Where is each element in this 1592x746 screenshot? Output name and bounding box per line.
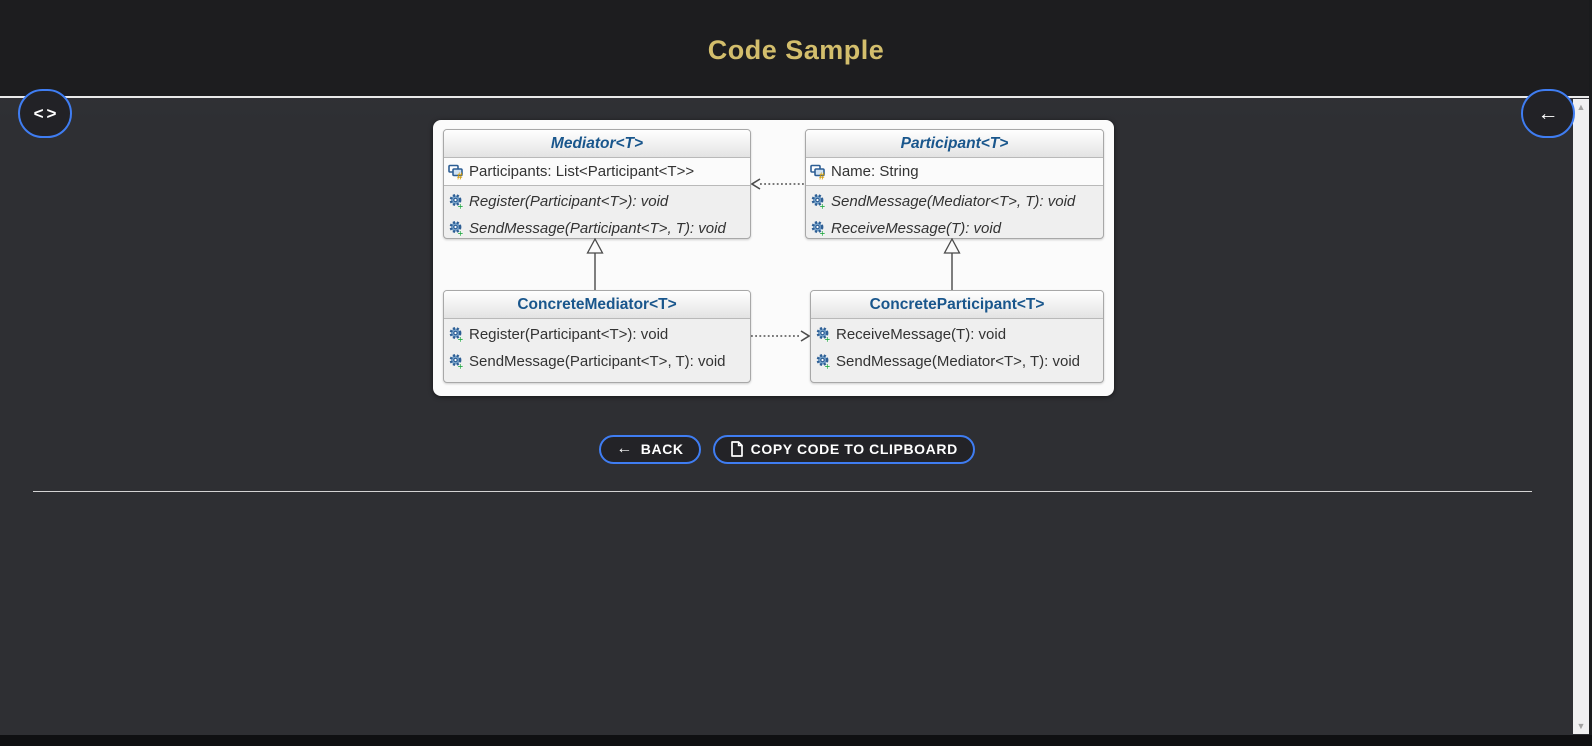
uml-class-concrete-participant: ConcreteParticipant<T> + ReceiveMessage(… xyxy=(810,290,1104,383)
uml-method-label: ReceiveMessage(T): void xyxy=(831,220,1002,237)
uml-methods-section: + ReceiveMessage(T): void + SendMessage(… xyxy=(811,319,1103,375)
vertical-scrollbar[interactable]: ▲ ▼ xyxy=(1573,99,1589,734)
field-icon: # xyxy=(448,163,465,183)
method-icon: + xyxy=(815,353,832,373)
copy-code-button[interactable]: COPY CODE TO CLIPBOARD xyxy=(712,434,975,464)
method-icon: + xyxy=(448,353,465,373)
uml-method-row: + SendMessage(Mediator<T>, T): void xyxy=(806,188,1103,215)
svg-text:+: + xyxy=(820,229,826,237)
back-button[interactable]: ← BACK xyxy=(599,434,701,464)
uml-class-participant: Participant<T> # Name: String xyxy=(805,129,1104,239)
uml-field-row: # Name: String xyxy=(806,158,1103,185)
uml-method-label: SendMessage(Participant<T>, T): void xyxy=(469,353,726,370)
view-code-button[interactable]: <> xyxy=(18,89,72,138)
svg-text:#: # xyxy=(457,172,463,181)
svg-text:+: + xyxy=(825,335,831,343)
uml-method-row: + ReceiveMessage(T): void xyxy=(806,215,1103,238)
uml-method-label: SendMessage(Mediator<T>, T): void xyxy=(831,193,1076,210)
method-icon: + xyxy=(448,193,465,213)
uml-method-label: Register(Participant<T>): void xyxy=(469,326,669,343)
uml-diagram-panel: Mediator<T> # Participants: List<Partici… xyxy=(433,120,1114,396)
back-button-label: BACK xyxy=(640,441,684,457)
method-icon: + xyxy=(815,326,832,346)
window-bottom-edge xyxy=(0,735,1592,746)
svg-text:+: + xyxy=(458,229,464,237)
dependency-arrow-bottom xyxy=(751,330,810,342)
uml-method-label: SendMessage(Participant<T>, T): void xyxy=(469,220,726,237)
uml-method-row: + SendMessage(Participant<T>, T): void xyxy=(444,348,750,375)
uml-methods-section: + SendMessage(Mediator<T>, T): void + Re… xyxy=(806,186,1103,238)
uml-method-label: Register(Participant<T>): void xyxy=(469,193,669,210)
back-circle-button[interactable]: ← xyxy=(1521,89,1575,138)
page-header: Code Sample xyxy=(0,0,1592,98)
svg-text:+: + xyxy=(458,362,464,370)
inheritance-arrow-left xyxy=(586,238,604,290)
method-icon: + xyxy=(810,220,827,238)
uml-class-title: Mediator<T> xyxy=(444,130,750,158)
uml-class-mediator: Mediator<T> # Participants: List<Partici… xyxy=(443,129,751,239)
uml-methods-section: + Register(Participant<T>): void + SendM… xyxy=(444,319,750,375)
method-icon: + xyxy=(810,193,827,213)
window-right-edge xyxy=(1589,0,1592,746)
arrow-left-icon: ← xyxy=(1537,101,1559,125)
uml-class-title: ConcreteMediator<T> xyxy=(444,291,750,319)
uml-field-label: Participants: List<Participant<T>> xyxy=(469,163,695,180)
dependency-arrow-top xyxy=(751,178,805,190)
method-icon: + xyxy=(448,326,465,346)
uml-class-title: ConcreteParticipant<T> xyxy=(811,291,1103,319)
uml-method-row: + Register(Participant<T>): void xyxy=(444,188,750,215)
svg-text:+: + xyxy=(820,202,826,210)
uml-method-label: SendMessage(Mediator<T>, T): void xyxy=(836,353,1081,370)
uml-fields-section: # Participants: List<Participant<T>> xyxy=(444,158,750,186)
uml-method-row: + SendMessage(Mediator<T>, T): void xyxy=(811,348,1103,375)
uml-class-title: Participant<T> xyxy=(806,130,1103,158)
uml-method-row: + Register(Participant<T>): void xyxy=(444,321,750,348)
uml-method-label: ReceiveMessage(T): void xyxy=(836,326,1007,343)
uml-method-row: + ReceiveMessage(T): void xyxy=(811,321,1103,348)
method-icon: + xyxy=(448,220,465,238)
svg-text:#: # xyxy=(819,172,825,181)
inheritance-arrow-right xyxy=(943,238,961,290)
uml-field-row: # Participants: List<Participant<T>> xyxy=(444,158,750,185)
uml-class-concrete-mediator: ConcreteMediator<T> + Register(Participa… xyxy=(443,290,751,383)
scroll-down-icon[interactable]: ▼ xyxy=(1576,721,1586,731)
svg-text:+: + xyxy=(825,362,831,370)
action-button-row: ← BACK COPY CODE TO CLIPBOARD xyxy=(0,434,1574,464)
uml-field-label: Name: String xyxy=(831,163,919,180)
uml-method-row: + SendMessage(Participant<T>, T): void xyxy=(444,215,750,238)
svg-text:+: + xyxy=(458,335,464,343)
scroll-up-icon[interactable]: ▲ xyxy=(1576,102,1586,112)
copy-document-icon xyxy=(730,441,743,457)
section-divider xyxy=(33,491,1532,492)
copy-code-button-label: COPY CODE TO CLIPBOARD xyxy=(750,441,958,457)
field-icon: # xyxy=(810,163,827,183)
code-brackets-icon: <> xyxy=(33,103,60,123)
svg-text:+: + xyxy=(458,202,464,210)
arrow-left-icon: ← xyxy=(616,440,633,457)
uml-fields-section: # Name: String xyxy=(806,158,1103,186)
page-title: Code Sample xyxy=(707,34,885,65)
uml-methods-section: + Register(Participant<T>): void + SendM… xyxy=(444,186,750,238)
